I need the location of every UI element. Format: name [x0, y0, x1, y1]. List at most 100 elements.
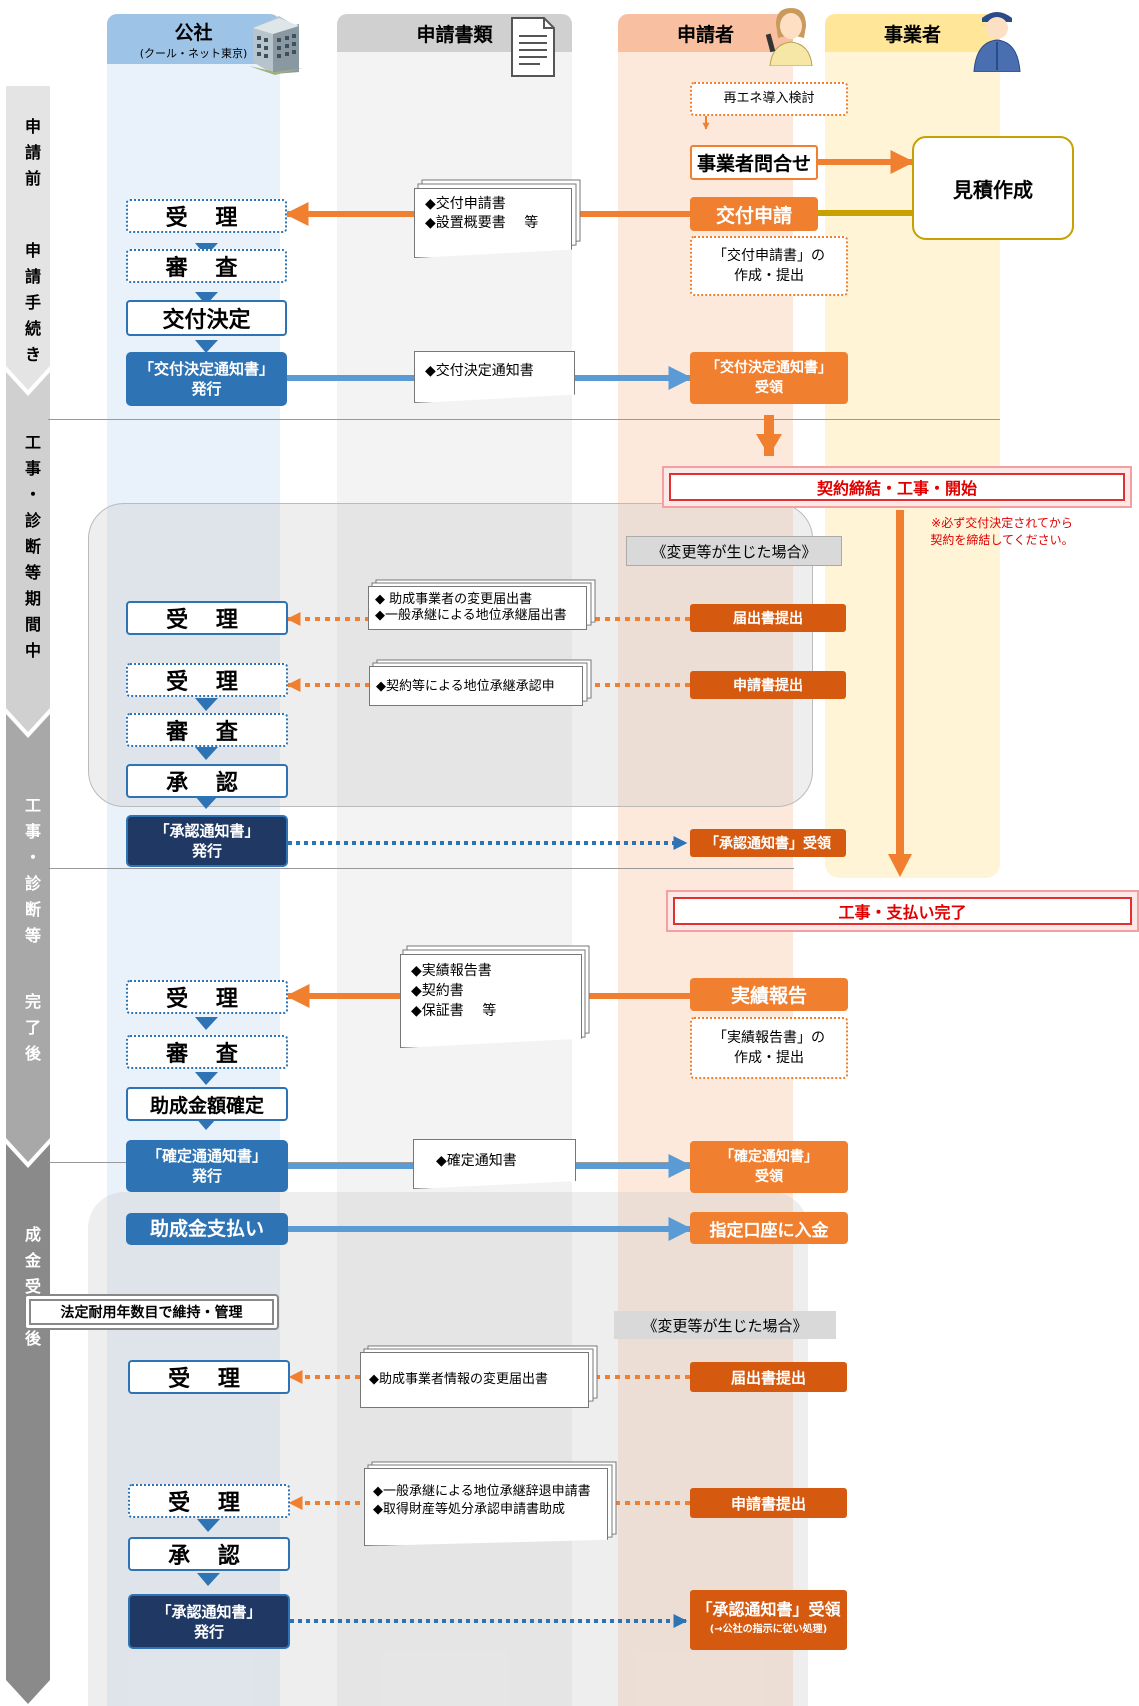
decision-notice-issue-line1: 「交付決定通知書」 [138, 360, 274, 378]
contractor-inquiry-box: 事業者問合せ [690, 145, 818, 180]
performance-report-text: 実績報告 [730, 985, 807, 1007]
approval-receive-text-1: 「承認通知書」受領 [705, 836, 831, 852]
decision-recv-line1: 「交付決定通知書」 [706, 360, 832, 376]
public-title: 公社 [174, 21, 213, 44]
grant-application-text: 交付申請 [715, 204, 792, 227]
change-receive2-box: 受 理 [126, 663, 288, 697]
amount-confirm-text: 助成金額確定 [149, 1094, 264, 1117]
submit-app-box-2: 申請書提出 [690, 1488, 847, 1518]
stage-construction: 工事・診断等期間中 [22, 434, 41, 668]
decision-notice-receive-box: 「交付決定通知書」 受領 [690, 352, 848, 404]
change-doc1-a: ◆ 助成事業者の変更届出書 [375, 592, 533, 607]
report-doc-3: ◆保証書 等 [411, 1003, 497, 1019]
change-doc1: ◆ 助成事業者の変更届出書 ◆一般承継による地位承継届出書 [368, 586, 587, 630]
stage-completion-b: 完了後 [22, 993, 41, 1071]
completion-text: 工事・支払い完了 [673, 897, 1132, 925]
change-review-box: 審 査 [126, 713, 288, 747]
after-review-text: 審 査 [166, 1042, 248, 1067]
documents-column-bg [337, 50, 572, 1706]
approval-receive-box-2: 「承認通知書」受領 (→公社の指示に従い処理) [690, 1590, 847, 1650]
decision-notice-doc: ◆交付決定通知書 [414, 351, 575, 403]
contract-start-text: 契約締結・工事・開始 [669, 473, 1125, 501]
post-approve-box: 承 認 [128, 1537, 290, 1571]
decision-doc-text: ◆交付決定通知書 [425, 363, 534, 379]
change-doc1-b: ◆一般承継による地位承継届出書 [375, 608, 567, 623]
approval-issue-1-line1: 「承認通知書」 [154, 822, 260, 840]
decision-notice-issue-box: 「交付決定通知書」 発行 [126, 352, 287, 406]
estimate-box: 見積作成 [912, 136, 1074, 240]
after-receive-text: 受 理 [166, 987, 248, 1012]
grant-decision-text: 交付決定 [162, 308, 251, 333]
app-review-box: 審 査 [126, 249, 287, 283]
report-docs: ◆実績報告書 ◆契約書 ◆保証書 等 [400, 954, 582, 1048]
report-note-line1: 「実績報告書」の [713, 1030, 825, 1046]
submit-app-box-1: 申請書提出 [690, 671, 846, 699]
building-icon [249, 16, 303, 75]
post-doc1: ◆助成事業者情報の変更届出書 [360, 1352, 589, 1408]
submit-notice-text-2: 届出書提出 [730, 1368, 806, 1387]
public-subtitle: (クール・ネット東京) [139, 46, 248, 60]
stage-application: 申請手続き [22, 242, 41, 372]
application-docs: ◆交付申請書 ◆設置概要書 等 [414, 188, 572, 258]
report-doc-1: ◆実績報告書 [411, 963, 492, 979]
decision-recv-line2: 受領 [755, 380, 783, 396]
performance-report-box: 実績報告 [690, 978, 848, 1011]
app-doc-2: ◆設置概要書 等 [425, 215, 539, 231]
post-doc1-text: ◆助成事業者情報の変更届出書 [369, 1372, 548, 1387]
approval-issue-2-line2: 発行 [193, 1622, 224, 1641]
estimate-text: 見積作成 [953, 177, 1033, 202]
post-receive2-box: 受 理 [128, 1484, 290, 1518]
public-header: 公社 (クール・ネット東京) [107, 14, 280, 64]
account-deposit-text: 指定口座に入金 [709, 1220, 829, 1241]
confirm-notice-issue-box: 「確定通通知書」 発行 [126, 1140, 288, 1192]
report-doc-2: ◆契約書 [411, 983, 464, 999]
contractor-worker-icon [973, 12, 1021, 72]
completion-banner: 工事・支払い完了 [666, 890, 1139, 932]
post-approve-text: 承 認 [168, 1544, 250, 1569]
change-title-post: 《変更等が生じた場合》 [614, 1311, 836, 1339]
change-approve-text: 承 認 [166, 771, 248, 796]
confirm-issue-line1: 「確定通通知書」 [146, 1147, 267, 1165]
inquiry-text: 事業者問合せ [696, 153, 811, 175]
submit-notice-box-2: 届出書提出 [690, 1362, 847, 1392]
grant-decision-box: 交付決定 [126, 300, 287, 336]
grant-application-box: 交付申請 [690, 197, 818, 231]
post-doc2-b: ◆取得財産等処分承認申請書助成 [373, 1502, 565, 1517]
applicant-column-bg [618, 50, 793, 1706]
app-receive-text: 受 理 [165, 206, 248, 231]
approval-receive-2-line1: 「承認通知書」受領 [696, 1600, 841, 1619]
post-doc2: ◆一般承継による地位承継辞退申請書 ◆取得財産等処分承認申請書助成 [364, 1468, 608, 1546]
change-receive1-text: 受 理 [166, 608, 248, 633]
change-approve-box: 承 認 [126, 764, 288, 798]
submit-notice-text-1: 届出書提出 [733, 611, 803, 627]
change-doc2: ◆契約等による地位承継承認申 [369, 666, 583, 706]
documents-title: 申請書類 [416, 23, 493, 46]
report-form-note: 「実績報告書」の 作成・提出 [690, 1017, 848, 1079]
confirm-recv-line2: 受領 [755, 1169, 783, 1185]
contract-warning: ※必ず交付決定されてから 契約を締結してください。 [912, 515, 1092, 549]
grant-payment-box: 助成金支払い [126, 1213, 288, 1245]
grant-payment-text: 助成金支払い [149, 1218, 264, 1240]
stage-bar [6, 86, 50, 1704]
report-note-line2: 作成・提出 [734, 1050, 804, 1066]
approval-issue-box-1: 「承認通知書」 発行 [126, 815, 288, 867]
approval-issue-2-line1: 「承認通知書」 [156, 1602, 262, 1621]
consider-text: 再エネ導入検討 [723, 91, 815, 106]
maintenance-label-text: 法定耐用年数目で維持・管理 [29, 1299, 274, 1325]
confirm-issue-line2: 発行 [191, 1167, 222, 1185]
contractor-header: 事業者 [825, 14, 1000, 52]
approval-receive-box-1: 「承認通知書」受領 [690, 829, 846, 857]
account-deposit-box: 指定口座に入金 [690, 1212, 848, 1244]
submit-notice-box-1: 届出書提出 [690, 604, 846, 632]
app-note-line1: 「交付申請書」の [713, 248, 825, 264]
post-receive1-text: 受 理 [168, 1367, 250, 1392]
after-receive-box: 受 理 [126, 980, 288, 1014]
stage-pre-application: 申請前 [22, 118, 41, 196]
maintenance-label: 法定耐用年数目で維持・管理 [24, 1294, 279, 1330]
change-doc2-text: ◆契約等による地位承継承認申 [376, 679, 555, 694]
confirm-doc-text: ◆確定通知書 [436, 1153, 517, 1169]
submit-app-text-1: 申請書提出 [733, 678, 803, 694]
app-receive-box: 受 理 [126, 199, 287, 233]
confirm-notice-receive-box: 「確定通知書」 受領 [690, 1141, 848, 1193]
warning-line2: 契約を締結してください。 [930, 533, 1074, 547]
